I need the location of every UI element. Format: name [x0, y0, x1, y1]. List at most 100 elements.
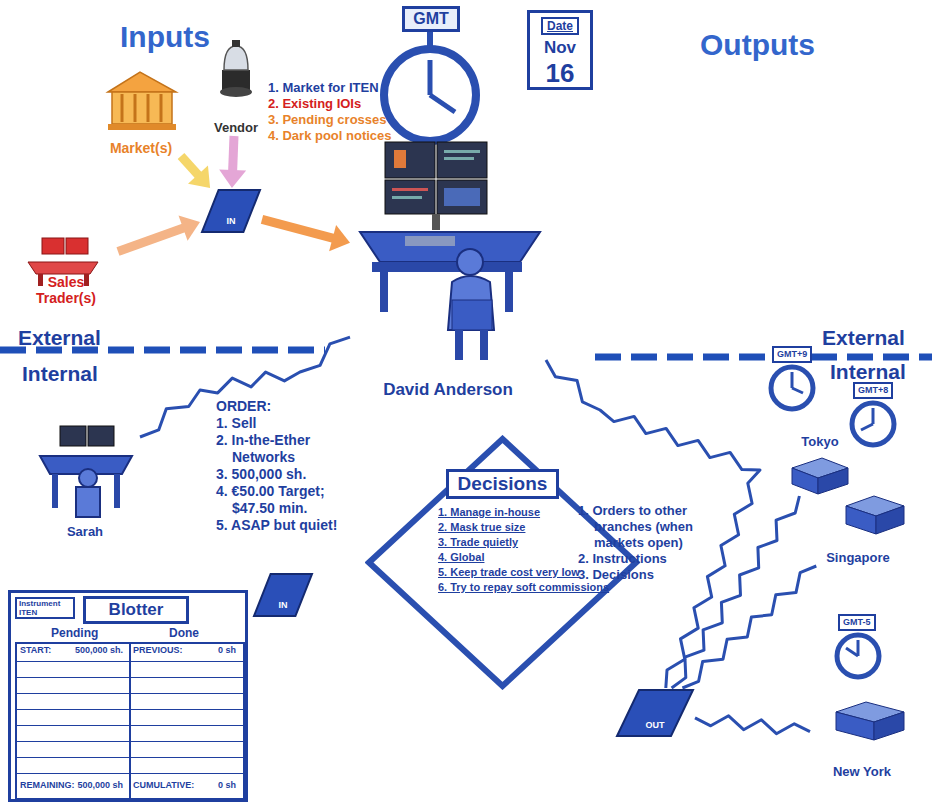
in-tray: IN [200, 188, 262, 234]
building-icon [792, 458, 848, 494]
label-group: ORDER:1. Sell2. In-the-Ether Networks3. … [216, 398, 366, 534]
node-text: GMT-5 [843, 617, 871, 628]
arrow-connector [219, 136, 246, 188]
label: 3. Pending crosses [268, 112, 398, 128]
label-group: Internal [22, 362, 142, 386]
branch-node: New York [810, 696, 914, 780]
node-text: GMT+9 [777, 349, 807, 360]
node-text: Date [541, 17, 579, 35]
node-text: Market(s) [110, 140, 172, 156]
label: 3. Decisions [578, 567, 708, 583]
label-box: GMT-5 [838, 614, 876, 631]
node-text: 2. Mask true size [438, 520, 525, 534]
node-text: Tokyo [801, 434, 838, 450]
node-text: Vendor [214, 120, 258, 136]
label-box: GMT [402, 6, 460, 32]
arrow-connector [262, 219, 350, 251]
blotter-table [15, 642, 245, 800]
label-box: GMT+9 [772, 346, 812, 363]
label-box: GMT+8 [853, 382, 893, 399]
arrowhead [179, 215, 200, 240]
label-group: Outputs [700, 28, 880, 62]
arrowhead [329, 225, 350, 251]
branch-node: Singapore [806, 490, 910, 566]
node-text: GMT+8 [858, 385, 888, 396]
label: Internal [22, 362, 142, 386]
building-icon [846, 496, 904, 534]
label: Outputs [700, 28, 880, 62]
label-group: External [822, 326, 930, 350]
workstation-icon [360, 142, 540, 360]
clock-icon [837, 635, 879, 677]
label: 1. Sell [216, 415, 366, 432]
node-text: 0 sh [218, 645, 236, 656]
vendor-icon [220, 40, 252, 97]
node-text: GMT [413, 10, 449, 28]
label-group: 1. Orders to other branches (when market… [578, 503, 708, 583]
label: 5. ASAP but quiet! [216, 517, 366, 534]
node-text: Pending [51, 626, 98, 640]
label: 3. 500,000 sh. [216, 466, 366, 483]
node-text: Done [169, 626, 199, 640]
node-text: START: [20, 645, 51, 656]
branch-node: Tokyo [788, 434, 852, 496]
label: 4. €50.00 Target; $47.50 min. [216, 483, 366, 517]
sales-trader-node: Sales Trader(s) [14, 234, 118, 306]
node-text: Decisions [446, 469, 560, 499]
label: 2. In-the-Ether Networks [216, 432, 366, 466]
arrow-connector [118, 215, 200, 251]
vendor-node: Vendor [205, 38, 267, 136]
label-group: Inputs [120, 20, 280, 54]
node-text: Nov [544, 37, 576, 59]
clock-icon [771, 367, 813, 409]
label: 1. Market for ITEN [268, 80, 398, 96]
node-text: 1. Manage in-house [438, 505, 540, 519]
node-text: Sales Trader(s) [26, 274, 106, 306]
node-text: 6. Try to repay soft commissions [438, 580, 609, 594]
node-text: 500,000 sh. [75, 645, 123, 656]
workstation-node: David Anderson [350, 138, 546, 400]
clock-icon [852, 403, 894, 445]
tray-shape [615, 688, 695, 738]
label: Internal [830, 360, 930, 384]
node-text: New York [833, 764, 891, 780]
sarah-desk-icon [40, 426, 132, 517]
market-node: Market(s) [98, 68, 184, 156]
label: 2. Existing IOIs [268, 96, 398, 112]
node-text: Instrument ITEN [15, 597, 75, 619]
desk-node: Sarah [30, 420, 140, 540]
zigzag-connector [695, 716, 810, 734]
clock-icon [384, 30, 476, 205]
arrowhead [188, 166, 210, 188]
in-tray: IN [252, 572, 314, 618]
node-text: IN [279, 600, 288, 610]
node-text: 5. Keep trade cost very low [438, 565, 580, 579]
arrowhead [219, 169, 246, 188]
node-text: 16 [546, 59, 575, 87]
calendar: DateNov16 [527, 10, 593, 90]
label-group: Internal [830, 360, 930, 384]
label: Inputs [120, 20, 280, 54]
zigzag-connector [682, 566, 816, 688]
node-text: OUT [646, 720, 665, 730]
label: External [822, 326, 930, 350]
node-text: PREVIOUS: [133, 645, 183, 656]
blotter: Instrument ITENBlotterPendingDoneSTART:5… [8, 590, 248, 802]
label: External [18, 326, 138, 350]
node-text: REMAINING: [20, 780, 75, 791]
node-text: CUMULATIVE: [133, 780, 194, 791]
label: 2. Instructions [578, 551, 708, 567]
boundary-line [595, 354, 932, 361]
arrow-connector [181, 156, 210, 188]
label-group: 1. Market for ITEN2. Existing IOIs3. Pen… [268, 80, 398, 144]
node-text: Sarah [67, 524, 103, 540]
node-text: IN [227, 216, 236, 226]
node-text: Singapore [826, 550, 890, 566]
label: ORDER: [216, 398, 366, 415]
label: 4. Dark pool notices [268, 128, 398, 144]
node-text: 4. Global [438, 550, 484, 564]
node-text: 500,000 sh [77, 780, 123, 791]
market-icon [108, 72, 176, 130]
tray-shape [200, 188, 262, 234]
